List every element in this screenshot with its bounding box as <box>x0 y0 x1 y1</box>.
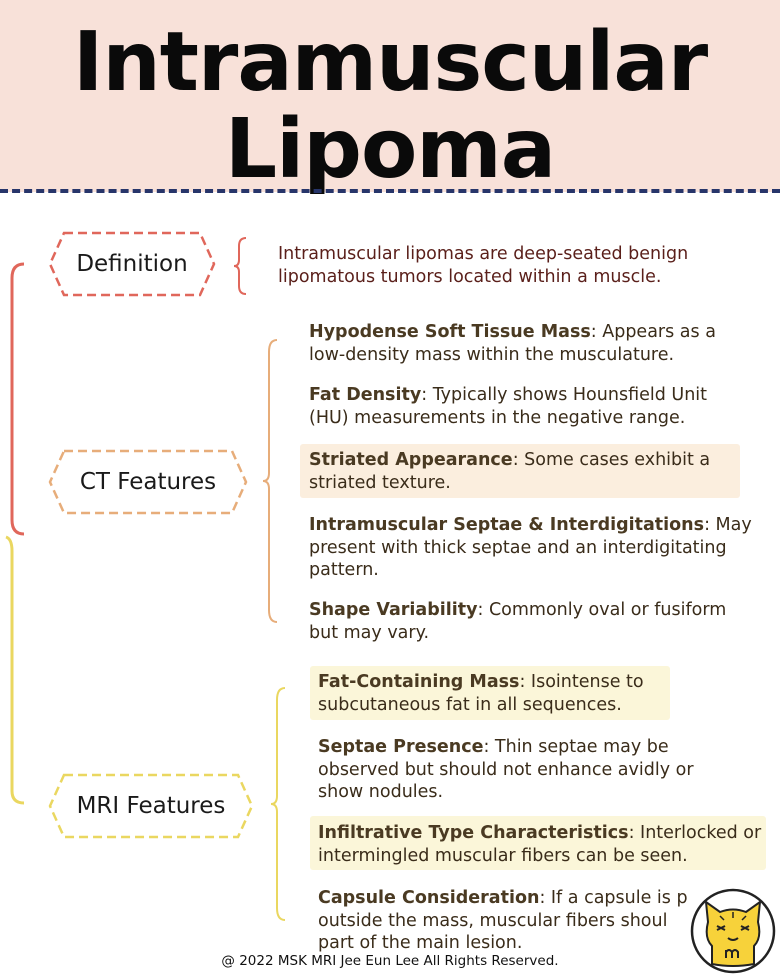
ct-item: Fat Density: Typically shows Hounsfield … <box>309 384 739 429</box>
ct-item-term: Intramuscular Septae & Interdigitations <box>309 515 705 535</box>
ct-item-term: Fat Density <box>309 385 422 405</box>
ct-item-desc: : Typically shows Hounsfield Unit (HU) m… <box>309 385 708 428</box>
capsule-line-3: part of the main lesion. <box>318 933 523 953</box>
definition-text: Intramuscular lipomas are deep-seated be… <box>278 244 689 287</box>
definition-label: Definition <box>76 251 188 277</box>
title-banner: Intramuscular Lipoma <box>0 0 780 197</box>
mri-item-desc: : Thin septae may be observed but should… <box>318 737 694 802</box>
ct-features-hexagon: CT Features <box>48 449 248 515</box>
ct-item-desc: : Commonly oval or fusiform but may vary… <box>309 600 727 643</box>
ct-brace <box>262 339 278 623</box>
ct-item: Intramuscular Septae & Interdigitations:… <box>309 514 759 582</box>
ct-item-desc: : Appears as a low-density mass within t… <box>309 322 716 365</box>
mri-features-hexagon: MRI Features <box>48 773 254 839</box>
mri-item-desc: : Isointense to subcutaneous fat in all … <box>318 672 644 715</box>
cat-mascot-icon <box>690 888 776 974</box>
page-title-line1: Intramuscular <box>72 15 708 110</box>
mri-features-label: MRI Features <box>76 793 226 819</box>
mri-item: Septae Presence: Thin septae may be obse… <box>318 736 738 804</box>
outer-brace-yellow <box>5 535 25 805</box>
ct-item: Striated Appearance: Some cases exhibit … <box>309 449 739 494</box>
copyright-footer: @ 2022 MSK MRI Jee Eun Lee All Rights Re… <box>221 953 559 969</box>
ct-highlight <box>300 444 740 498</box>
ct-item-term: Hypodense Soft Tissue Mass <box>309 322 591 342</box>
mri-item-term: Infiltrative Type Characteristics <box>318 823 629 843</box>
ct-item: Shape Variability: Commonly oval or fusi… <box>309 599 739 644</box>
mri-item: Capsule Consideration: If a capsule is p… <box>318 887 738 955</box>
mri-item-desc: : If a capsule is p <box>539 888 688 908</box>
header-divider <box>0 189 780 193</box>
mri-item-desc: : Interlocked or intermingled muscular f… <box>318 823 762 866</box>
mri-item: Infiltrative Type Characteristics: Inter… <box>318 822 763 867</box>
ct-item: Hypodense Soft Tissue Mass: Appears as a… <box>309 321 739 366</box>
capsule-line-2: outside the mass, muscular fibers shoul <box>318 910 668 931</box>
mri-item-term: Capsule Consideration <box>318 888 540 908</box>
ct-item-desc: : Some cases exhibit a striated texture. <box>309 450 711 493</box>
mri-highlight-2 <box>310 816 766 870</box>
ct-item-term: Shape Variability <box>309 600 478 620</box>
ct-item-desc: : May present with thick septae and an i… <box>309 515 752 580</box>
mri-item: Fat-Containing Mass: Isointense to subcu… <box>318 671 738 716</box>
mri-item-term: Septae Presence <box>318 737 484 757</box>
mri-highlight-1 <box>310 666 670 720</box>
definition-brace <box>233 237 247 295</box>
mri-brace <box>270 687 286 921</box>
ct-features-label: CT Features <box>79 469 217 495</box>
page-title-line2: Lipoma <box>224 102 556 197</box>
ct-item-term: Striated Appearance <box>309 450 513 470</box>
mri-item-term: Fat-Containing Mass <box>318 672 520 692</box>
outer-brace-red <box>10 262 25 536</box>
definition-hexagon: Definition <box>48 231 216 297</box>
